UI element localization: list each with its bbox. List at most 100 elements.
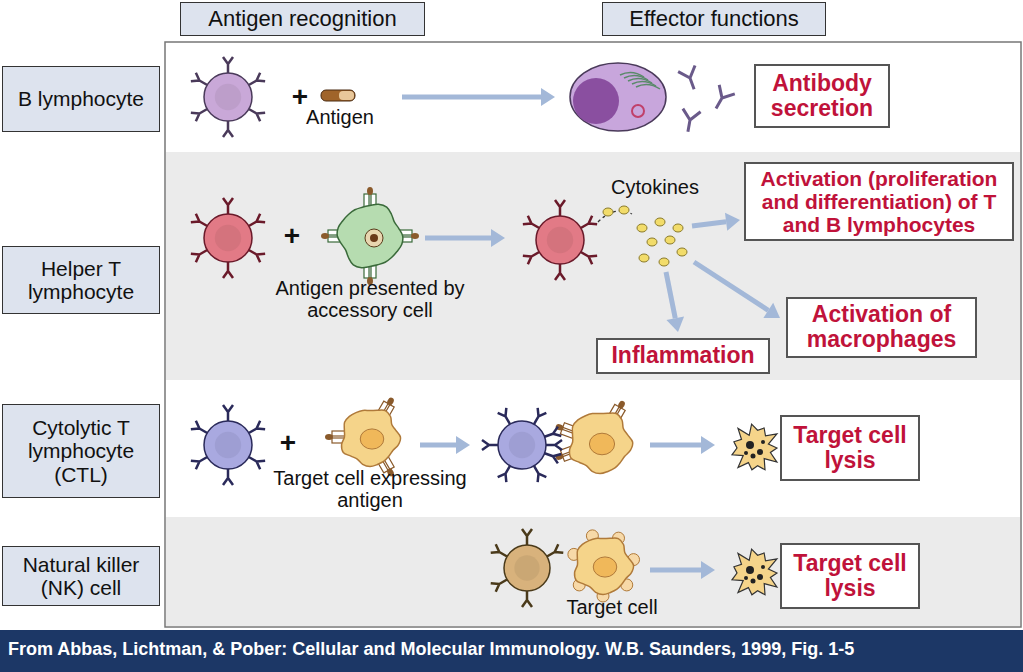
helper-t-cell bbox=[523, 200, 597, 280]
peptide bbox=[321, 233, 329, 239]
row-label-box: Helper T lymphocyte bbox=[2, 246, 160, 314]
cytokine bbox=[619, 206, 629, 214]
node-text: Antigen recognition bbox=[208, 6, 396, 32]
node-text: Natural killer (NK) cell bbox=[5, 553, 157, 599]
debris bbox=[751, 579, 756, 584]
effector-box: Activation of macrophages bbox=[786, 297, 977, 358]
cell-body bbox=[536, 216, 584, 264]
effect-arrow bbox=[666, 272, 684, 332]
peptide bbox=[386, 397, 395, 407]
debris bbox=[746, 566, 754, 574]
debris bbox=[757, 574, 763, 580]
arrow-head bbox=[725, 213, 740, 231]
arrow-shaft bbox=[692, 222, 726, 226]
target-cell bbox=[568, 530, 640, 602]
arrow-head bbox=[701, 561, 715, 579]
receptor-stroke bbox=[482, 440, 498, 450]
node-text: Activation (proliferation and differenti… bbox=[750, 167, 1008, 236]
debris bbox=[744, 576, 748, 580]
debris bbox=[757, 449, 763, 455]
arrow-head bbox=[541, 88, 555, 106]
cell-body bbox=[575, 538, 634, 594]
cell-nucleus bbox=[215, 432, 241, 458]
plasma-cell bbox=[570, 63, 666, 131]
peptide bbox=[411, 233, 419, 239]
antibody-stroke bbox=[708, 85, 735, 113]
row-band bbox=[166, 517, 1020, 626]
cell-body bbox=[337, 204, 403, 267]
annotation-label: Target cell expressing antigen bbox=[260, 467, 480, 511]
row-label-box: Natural killer (NK) cell bbox=[2, 546, 160, 606]
receptor bbox=[522, 591, 532, 607]
receptor-stroke bbox=[223, 57, 233, 73]
arrow-shaft bbox=[666, 272, 675, 318]
receptor-stroke bbox=[223, 262, 233, 278]
antigen-particle bbox=[370, 234, 378, 242]
receptor bbox=[555, 200, 565, 216]
arrow-shaft bbox=[650, 568, 701, 573]
node-text: B lymphocyte bbox=[18, 87, 144, 110]
node-text: Helper T lymphocyte bbox=[5, 257, 157, 303]
node-text: Effector functions bbox=[629, 6, 799, 32]
cell-nucleus bbox=[573, 78, 619, 124]
receptor-stroke bbox=[223, 121, 233, 137]
cell-nucleus bbox=[547, 227, 573, 253]
plus-sign: + bbox=[277, 221, 307, 252]
peptide bbox=[617, 400, 626, 410]
nk-cell bbox=[491, 529, 564, 607]
cytokine bbox=[639, 254, 649, 262]
cytokine bbox=[659, 258, 669, 266]
receptor bbox=[482, 440, 498, 450]
node-text: Target cell lysis bbox=[786, 551, 914, 602]
antibody bbox=[678, 66, 702, 93]
cell-nucleus bbox=[509, 432, 535, 458]
effect-arrow bbox=[692, 213, 740, 231]
cytokine bbox=[647, 238, 657, 246]
cell-body bbox=[498, 421, 546, 469]
effector-box: Inflammation bbox=[596, 338, 770, 374]
cytokine bbox=[637, 224, 647, 232]
cell-drawings bbox=[191, 57, 780, 607]
arrow-shaft bbox=[650, 443, 701, 448]
cell-nucleus bbox=[365, 229, 383, 247]
antibody-stroke bbox=[678, 66, 702, 93]
cytokine bbox=[677, 248, 687, 256]
cytokine bbox=[603, 208, 613, 216]
cell-nucleus bbox=[215, 225, 241, 251]
node-text: Cytolytic T lymphocyte (CTL) bbox=[5, 416, 157, 485]
arrow-head bbox=[701, 436, 715, 454]
target-cell bbox=[554, 398, 633, 473]
annotation-label: Antigen bbox=[285, 106, 395, 128]
receptor bbox=[223, 469, 233, 485]
receptor bbox=[555, 264, 565, 280]
receptor-stroke bbox=[555, 200, 565, 216]
receptor bbox=[223, 57, 233, 73]
arrow-head bbox=[763, 303, 780, 318]
cell-body bbox=[504, 545, 550, 591]
cell-body bbox=[204, 421, 252, 469]
receptor-stroke bbox=[522, 591, 532, 607]
receptor-stroke bbox=[555, 264, 565, 280]
debris bbox=[751, 454, 756, 459]
annotation-label: Antigen presented by accessory cell bbox=[255, 277, 485, 321]
debris bbox=[744, 451, 748, 455]
debris bbox=[761, 565, 765, 569]
effector-box: Target cell lysis bbox=[780, 415, 920, 481]
ctl-cell bbox=[191, 405, 265, 485]
arrow-shaft bbox=[402, 95, 541, 100]
arrow-shaft bbox=[694, 262, 768, 310]
node-text: Inflammation bbox=[611, 343, 754, 368]
effect-arrow bbox=[402, 88, 555, 106]
row-band bbox=[166, 152, 1020, 380]
cell-body bbox=[342, 410, 401, 466]
peptide bbox=[367, 187, 373, 195]
node-text: Activation of macrophages bbox=[792, 302, 971, 353]
antigen-body bbox=[321, 90, 355, 101]
receptor bbox=[223, 262, 233, 278]
receptor bbox=[223, 405, 233, 421]
receptor-stroke bbox=[223, 198, 233, 214]
b-cell bbox=[191, 57, 265, 137]
cell-nucleus bbox=[215, 84, 241, 110]
row-label-box: Cytolytic T lymphocyte (CTL) bbox=[2, 404, 160, 498]
